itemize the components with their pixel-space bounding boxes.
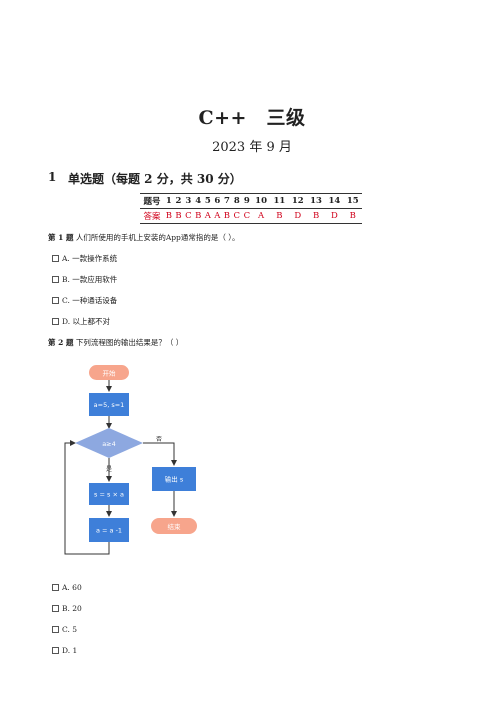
q1-option-a[interactable]: A. 一款操作系统 — [52, 253, 117, 264]
q1-option-d[interactable]: D. 以上都不对 — [52, 316, 110, 327]
question-number: 1 — [164, 193, 174, 209]
flow-start-label: 开始 — [103, 369, 117, 378]
page-subtitle: 2023 年 9 月 — [212, 140, 292, 155]
answer-table-answer-label: 答案 — [140, 208, 164, 224]
answer-cell: B — [270, 208, 289, 224]
question-number: 14 — [325, 193, 344, 209]
answer-cell: B — [193, 208, 204, 224]
answer-table-header-row: 题号 1 2 3 4 5 6 7 8 9 10 11 12 13 14 15 — [140, 193, 362, 209]
answer-cell: B — [343, 208, 362, 224]
question-number: 6 — [212, 193, 223, 209]
flow-yes-label: 是 — [106, 466, 112, 473]
answer-cell: A — [251, 208, 271, 224]
flow-decrement-label: a = a -1 — [96, 527, 122, 535]
question-1-label: 第 1 题 — [48, 233, 74, 242]
q1-option-b-label: B. 一款应用软件 — [62, 275, 118, 284]
question-2: 第 2 题 下列流程图的输出结果是？（ ） — [48, 337, 183, 348]
q2-option-c-label: C. 5 — [62, 625, 78, 634]
flow-decision-node — [75, 428, 143, 458]
flowchart-diagram: 开始 a=5, s=1 a≥4 是 否 s = s × a a = a -1 输… — [64, 365, 197, 555]
checkbox-icon[interactable] — [52, 297, 59, 304]
answer-cell: A — [212, 208, 223, 224]
question-number: 15 — [343, 193, 362, 209]
flow-start-node — [89, 365, 129, 380]
checkbox-icon[interactable] — [52, 584, 59, 591]
question-number: 9 — [241, 193, 252, 209]
question-1-text: 人们所使用的手机上安装的App通常指的是（ ）。 — [75, 233, 240, 242]
flow-loop-edge — [64, 440, 110, 555]
flow-decision-label: a≥4 — [102, 440, 116, 448]
answer-cell: C — [183, 208, 194, 224]
question-2-label: 第 2 题 — [48, 338, 74, 347]
question-number: 2 — [173, 193, 184, 209]
answer-cell: D — [288, 208, 307, 224]
section-number: 1 — [48, 170, 57, 184]
answer-cell: D — [325, 208, 344, 224]
q2-option-d-label: D. 1 — [62, 646, 78, 655]
question-number: 4 — [193, 193, 204, 209]
q2-option-b[interactable]: B. 20 — [52, 604, 82, 613]
question-number: 5 — [203, 193, 213, 209]
checkbox-icon[interactable] — [52, 318, 59, 325]
question-2-text: 下列流程图的输出结果是？（ ） — [75, 338, 184, 347]
q1-option-a-label: A. 一款操作系统 — [62, 254, 118, 263]
flow-output-node — [152, 467, 196, 491]
q1-option-d-label: D. 以上都不对 — [62, 317, 111, 326]
answer-table: 题号 1 2 3 4 5 6 7 8 9 10 11 12 13 14 15 答… — [140, 193, 362, 224]
question-number: 12 — [288, 193, 307, 209]
answer-cell: B — [222, 208, 232, 224]
question-number: 3 — [183, 193, 194, 209]
checkbox-icon[interactable] — [52, 647, 59, 654]
flow-init-label: a=5, s=1 — [94, 401, 125, 409]
flow-edge — [143, 442, 177, 466]
question-number: 13 — [306, 193, 326, 209]
flow-multiply-node — [89, 483, 129, 505]
q1-option-b[interactable]: B. 一款应用软件 — [52, 274, 117, 285]
q2-option-b-label: B. 20 — [62, 604, 82, 613]
answer-cell: C — [241, 208, 252, 224]
checkbox-icon[interactable] — [52, 276, 59, 283]
answer-table-answer-row: 答案 B B C B A A B C C A B D B D B — [140, 208, 362, 224]
flow-end-label: 结束 — [168, 522, 182, 531]
answer-cell: B — [173, 208, 184, 224]
flow-multiply-label: s = s × a — [94, 491, 124, 499]
q2-option-a[interactable]: A. 60 — [52, 583, 82, 592]
answer-cell: B — [306, 208, 326, 224]
flow-decrement-node — [89, 518, 129, 542]
question-number: 10 — [251, 193, 271, 209]
section-title: 单选题（每题 2 分，共 30 分） — [68, 172, 242, 186]
answer-cell: C — [231, 208, 242, 224]
flow-output-label: 输出 s — [165, 475, 184, 484]
q2-option-d[interactable]: D. 1 — [52, 646, 77, 655]
page-title: C++ 三级 — [198, 107, 306, 129]
flow-no-label: 否 — [156, 436, 162, 443]
question-number: 8 — [231, 193, 242, 209]
q2-option-a-label: A. 60 — [62, 583, 82, 592]
answer-table-header-label: 题号 — [140, 193, 164, 209]
q1-option-c-label: C. 一种通话设备 — [62, 296, 118, 305]
flow-init-node — [89, 393, 129, 416]
q2-option-c[interactable]: C. 5 — [52, 625, 77, 634]
q1-option-c[interactable]: C. 一种通话设备 — [52, 295, 117, 306]
answer-cell: A — [203, 208, 213, 224]
checkbox-icon[interactable] — [52, 626, 59, 633]
checkbox-icon[interactable] — [52, 255, 59, 262]
checkbox-icon[interactable] — [52, 605, 59, 612]
question-number: 7 — [222, 193, 232, 209]
answer-cell: B — [164, 208, 174, 224]
question-number: 11 — [270, 193, 289, 209]
flow-end-node — [151, 518, 197, 534]
question-1: 第 1 题 人们所使用的手机上安装的App通常指的是（ ）。 — [48, 232, 240, 243]
